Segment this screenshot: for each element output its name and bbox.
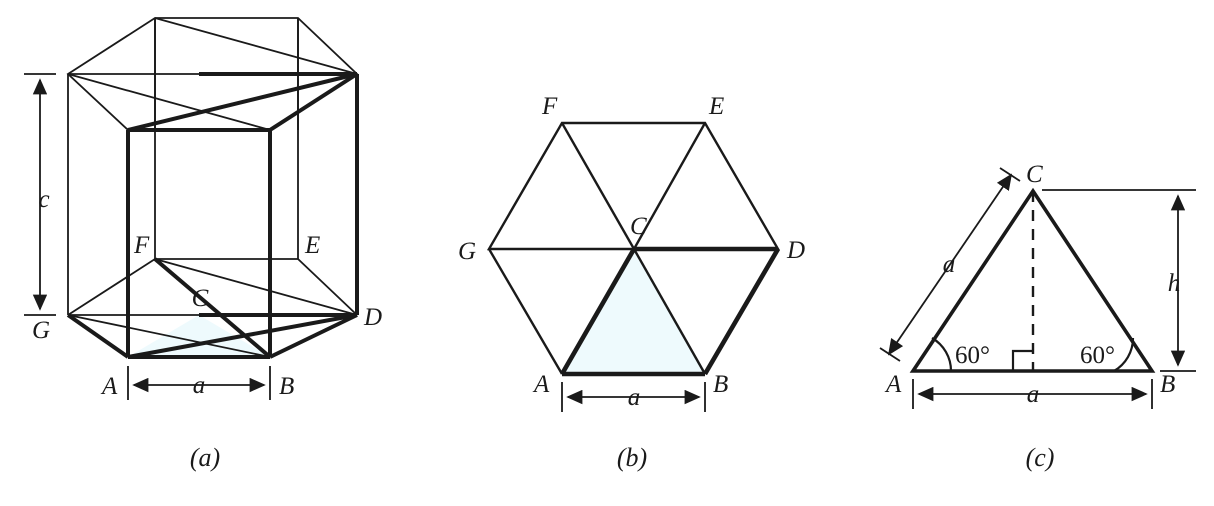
panel-b-dim-a-label: a bbox=[628, 384, 641, 411]
panel-c-angle-right-label: 60° bbox=[1080, 342, 1115, 369]
panel-c-right-angle-icon bbox=[1011, 349, 1033, 371]
panel-c-dim-h bbox=[1042, 189, 1196, 372]
panel-a-dim-c bbox=[24, 73, 56, 316]
panel-c-caption: (c) bbox=[1026, 443, 1055, 472]
panel-b-label-A: A bbox=[532, 371, 550, 398]
panel-c-dim-h-label: h bbox=[1168, 270, 1181, 297]
panel-a-label-A: A bbox=[100, 373, 118, 400]
panel-a-vertical-edges-bold bbox=[126, 74, 359, 357]
panel-b-label-F: F bbox=[541, 93, 558, 120]
panel-a-bottom-hexagon-bold bbox=[66, 257, 358, 359]
panel-c-angle-arc-right bbox=[1113, 337, 1135, 372]
panel-c-dim-a-base-label: a bbox=[1027, 381, 1040, 408]
panel-b-label-D: D bbox=[786, 237, 805, 264]
panel-a-dim-a-label: a bbox=[193, 372, 206, 399]
panel-a-top-hexagon-bold bbox=[127, 72, 359, 132]
panel-b-shaded-triangle bbox=[562, 249, 705, 374]
panel-a-shaded-triangle bbox=[128, 315, 270, 357]
panel-a-label-G: G bbox=[32, 317, 50, 344]
panel-a-label-F: F bbox=[133, 232, 150, 259]
panel-c-angle-left-label: 60° bbox=[955, 342, 990, 369]
panel-c-label-A: A bbox=[884, 371, 902, 398]
panel-a-label-D: D bbox=[363, 304, 382, 331]
panel-a-vertical-edges-thin bbox=[67, 18, 299, 315]
panel-c-dim-a-base bbox=[912, 379, 1153, 409]
panel-b-hexagon-outline-bold bbox=[560, 246, 780, 377]
panel-c-label-B: B bbox=[1160, 371, 1175, 398]
panel-a-label-B: B bbox=[279, 373, 294, 400]
panel-b-label-C: C bbox=[630, 213, 647, 240]
panel-c-dim-a-side-label: a bbox=[943, 251, 956, 278]
panel-a-dim-c-label: c bbox=[38, 186, 49, 213]
panel-a-label-C: C bbox=[192, 285, 209, 312]
panel-b-dim-a bbox=[561, 382, 706, 412]
panel-a-dim-a bbox=[127, 366, 271, 400]
panel-b-label-G: G bbox=[458, 238, 476, 265]
panel-c-dim-a-side bbox=[879, 167, 1021, 362]
panel-b-label-E: E bbox=[708, 93, 724, 120]
panel-b-caption: (b) bbox=[617, 443, 647, 472]
panel-c-angle-arc-left bbox=[931, 337, 953, 372]
panel-a-caption: (a) bbox=[190, 443, 220, 472]
panel-a-label-E: E bbox=[304, 232, 320, 259]
panel-b-label-B: B bbox=[713, 371, 728, 398]
panel-c-label-C: C bbox=[1026, 161, 1043, 188]
